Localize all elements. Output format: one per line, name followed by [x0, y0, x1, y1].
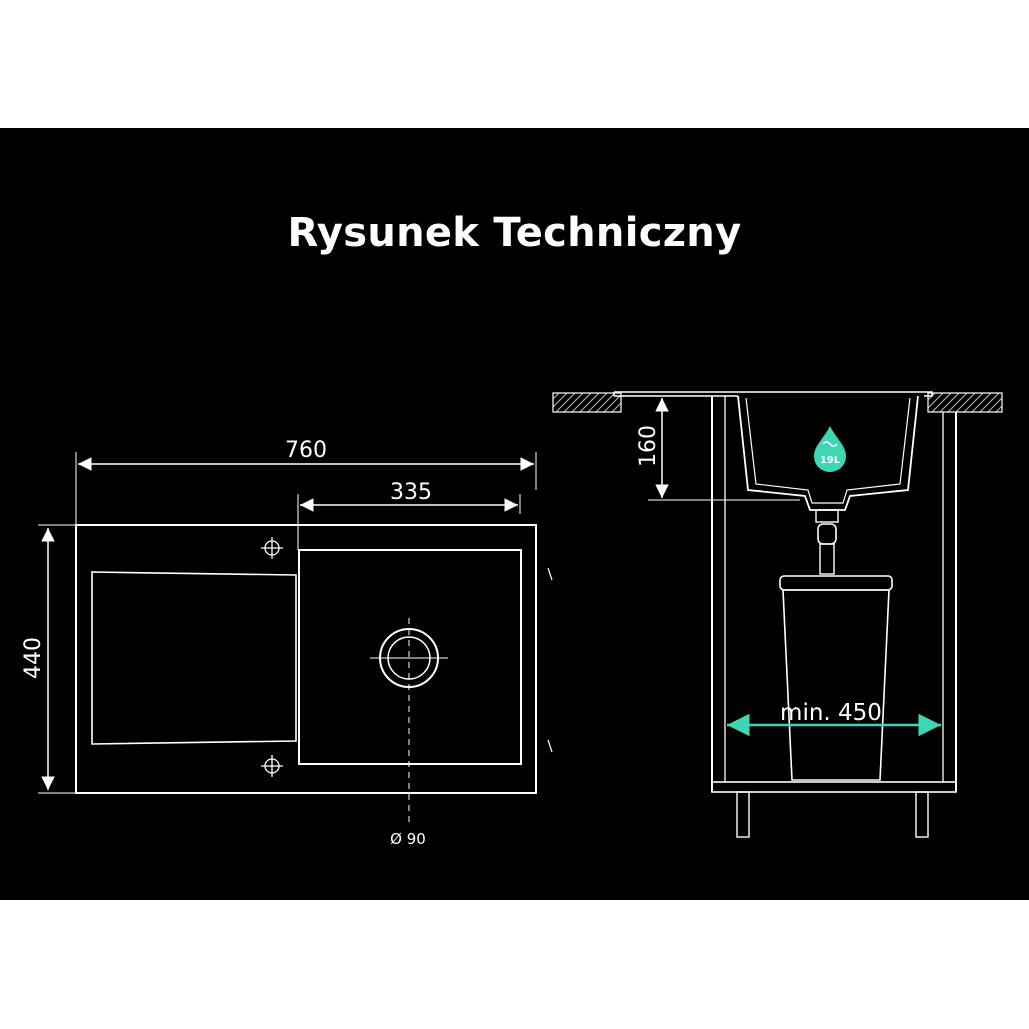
siphon-neck: [815, 509, 839, 523]
sink-bowl: [298, 549, 522, 765]
depth-label: 160: [636, 425, 661, 467]
side-view: [552, 391, 1003, 838]
tap-hole-bottom: [261, 755, 283, 777]
drain-hole: [370, 618, 448, 822]
top-view: [38, 452, 553, 822]
countertop-right: [927, 392, 1003, 413]
drain-label: Ø 90: [390, 830, 426, 848]
bin-lid: [779, 575, 893, 591]
edge-mark-top: [547, 567, 553, 581]
cabinet-leg-right: [915, 791, 929, 838]
countertop-left: [552, 392, 622, 413]
bowl-width-label: 335: [390, 480, 432, 505]
waste-bin: [782, 589, 890, 781]
sink-bowl-inner: [745, 397, 911, 504]
cabinet-bottom: [711, 781, 957, 793]
cabinet-width-label: min. 450: [780, 700, 882, 726]
sink-rim: [614, 391, 933, 397]
edge-mark-bottom: [547, 739, 553, 753]
capacity-label: 19L: [820, 455, 841, 466]
water-drop-icon: 19L: [814, 426, 846, 472]
sink-outline: [75, 524, 537, 794]
width-label: 760: [285, 438, 327, 463]
height-label: 440: [21, 637, 46, 679]
drawing-panel: [0, 128, 1029, 900]
page-title: Rysunek Techniczny: [287, 210, 742, 256]
cabinet-leg-left: [736, 791, 750, 838]
drainboard: [91, 571, 297, 745]
siphon-pipe: [819, 543, 835, 575]
tap-hole-top: [261, 537, 283, 559]
siphon-ring: [817, 523, 837, 545]
